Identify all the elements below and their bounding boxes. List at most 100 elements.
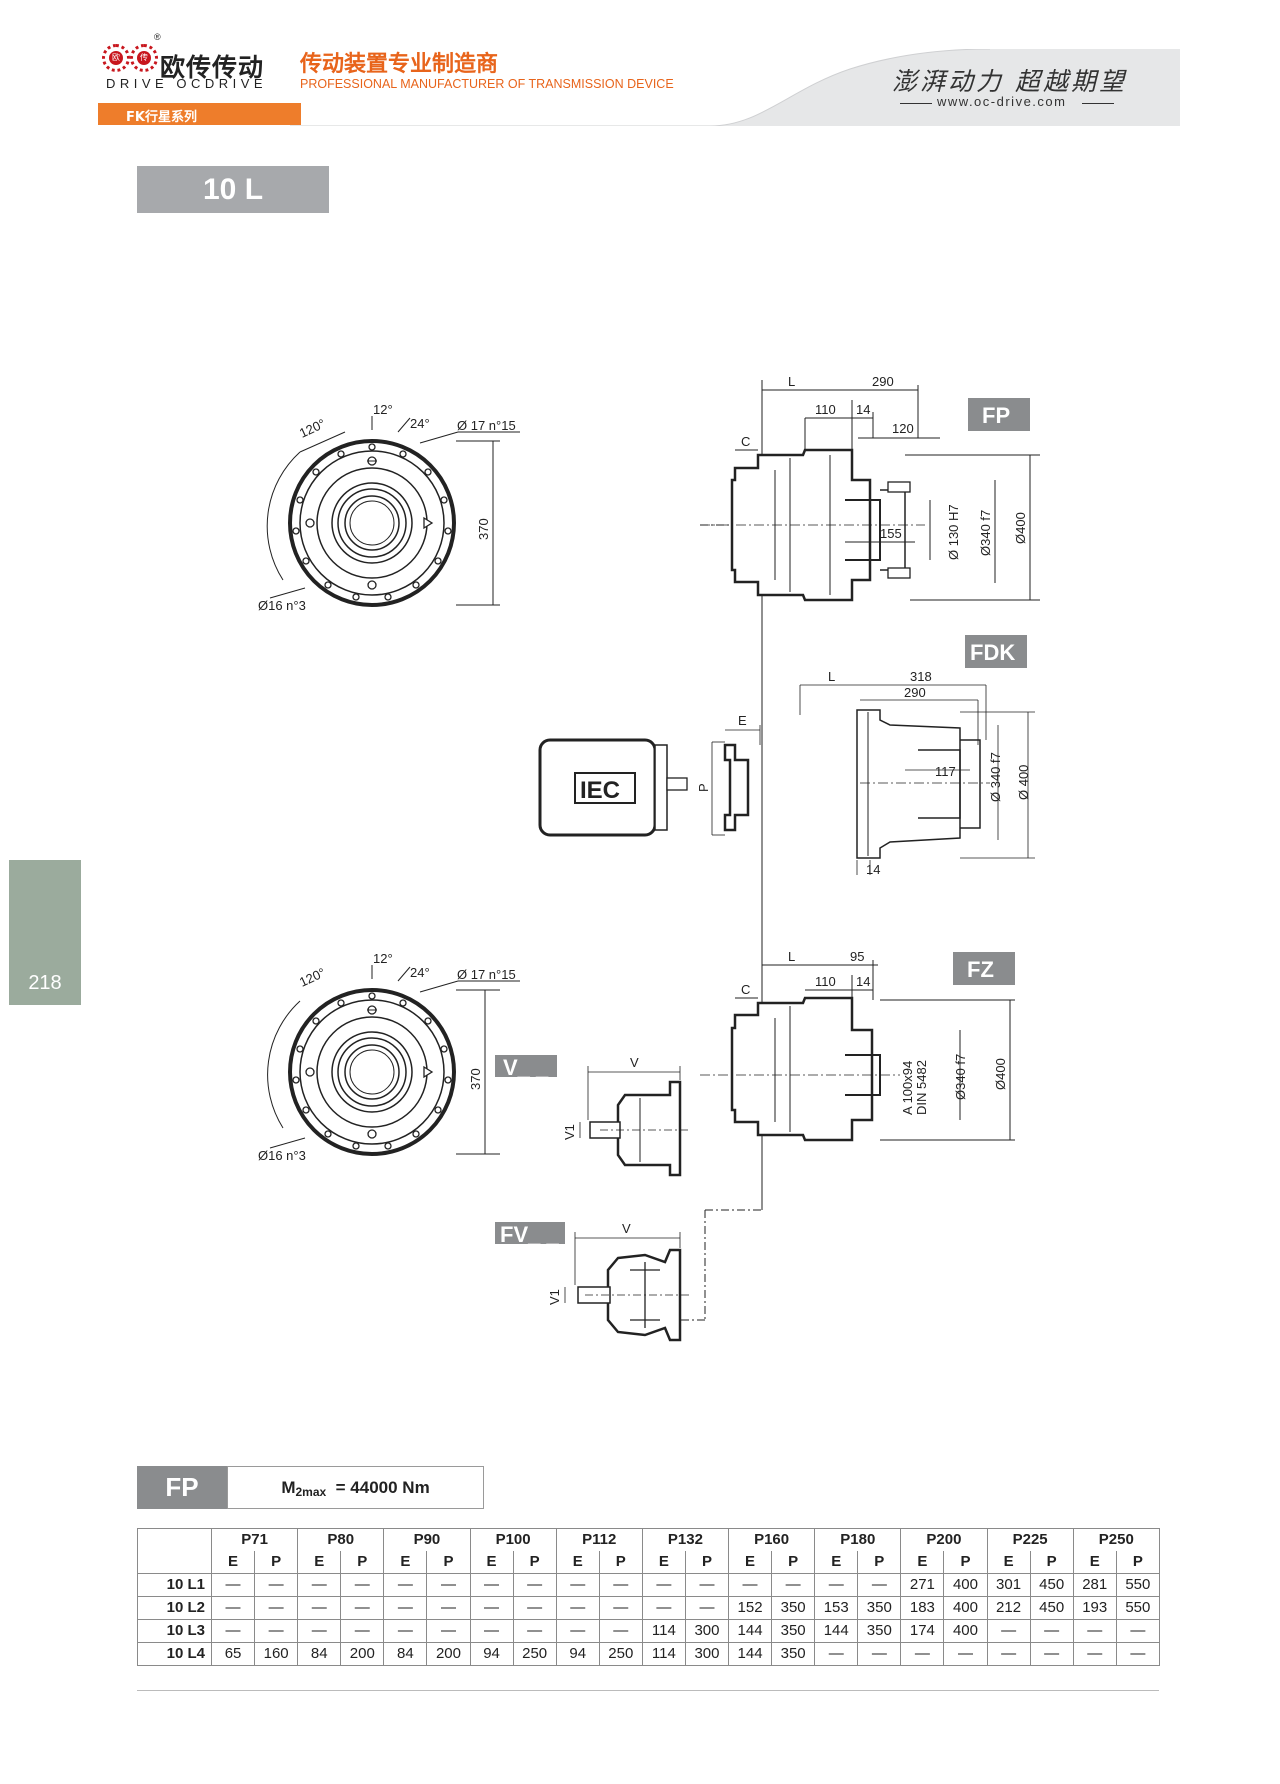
- table-cell: —: [986, 1619, 1031, 1643]
- tagline-en: PROFESSIONAL MANUFACTURER OF TRANSMISSIO…: [300, 77, 674, 91]
- table-cell: —: [469, 1596, 514, 1620]
- table-cell: 114: [641, 1642, 686, 1666]
- angle-120-bottom: 120°: [297, 965, 328, 990]
- table-cell: 450: [1029, 1573, 1074, 1597]
- small-holes-top: Ø16 n°3: [258, 598, 306, 613]
- table-group-header: P250: [1072, 1528, 1160, 1551]
- table-subheader: P: [684, 1551, 730, 1574]
- fz-tag-box: [953, 952, 1015, 985]
- fp-dim-110: 110: [815, 402, 836, 417]
- torque-symbol: M: [281, 1478, 296, 1497]
- table-cell: 200: [426, 1642, 471, 1666]
- table-cell: 84: [297, 1642, 342, 1666]
- table-group-header: P80: [297, 1528, 385, 1551]
- table-cell: —: [943, 1642, 988, 1666]
- angle-24-bottom: 24°: [410, 965, 430, 980]
- table-cell: —: [426, 1619, 471, 1643]
- fdk-tag: FDK: [970, 640, 1015, 665]
- fp-dim-C: C: [741, 434, 750, 449]
- website-text: www.oc-drive.com: [937, 94, 1067, 109]
- table-cell: —: [1072, 1619, 1117, 1643]
- table-cell: —: [555, 1596, 600, 1620]
- table-cell: 550: [1115, 1596, 1160, 1620]
- fp-pilot: Ø340 f7: [978, 510, 993, 556]
- flange-front-view-bottom: 120° 12° 24° Ø 17 n°15 Ø16 n°3 370: [258, 951, 520, 1163]
- fdk-dim-L: L: [828, 669, 835, 684]
- table-cell: —: [469, 1619, 514, 1643]
- table-cell: 450: [1029, 1596, 1074, 1620]
- table-cell: —: [814, 1642, 859, 1666]
- table-cell: —: [383, 1596, 428, 1620]
- table-cell: 144: [814, 1619, 859, 1643]
- table-cell: —: [555, 1619, 600, 1643]
- table-cell: —: [210, 1573, 256, 1597]
- table-cell: —: [598, 1619, 643, 1643]
- fv-dim-V1: V1: [547, 1289, 562, 1305]
- table-subheader: P: [1029, 1551, 1074, 1574]
- table-cell: 300: [684, 1619, 730, 1643]
- angle-12-bottom: 12°: [373, 951, 393, 966]
- gear-icon: 欧: [102, 44, 130, 72]
- table-cell: 114: [641, 1619, 686, 1643]
- table-cell: —: [254, 1573, 299, 1597]
- iec-motor-view: IEC E P: [538, 713, 761, 837]
- table-cell: 350: [771, 1596, 816, 1620]
- fp-dim-14: 14: [856, 402, 870, 417]
- fp-outer: Ø400: [1013, 512, 1028, 544]
- table-group-header: P90: [383, 1528, 471, 1551]
- table-subheader: P: [771, 1551, 816, 1574]
- table-group-header: P180: [814, 1528, 902, 1551]
- table-cell: —: [469, 1573, 514, 1597]
- fp-dim-290: 290: [872, 374, 894, 389]
- gear-icon: 传: [130, 44, 158, 72]
- table-cell: —: [512, 1619, 557, 1643]
- table-subheader: E: [555, 1551, 600, 1574]
- table-group-header: P100: [469, 1528, 557, 1551]
- fz-spline-din: DIN 5482: [914, 1060, 929, 1115]
- height-370-top: 370: [476, 518, 491, 540]
- fdk-dim-318: 318: [910, 669, 932, 684]
- fp-dim-L: L: [788, 374, 795, 389]
- table-subheader: E: [383, 1551, 428, 1574]
- table-cell: 212: [986, 1596, 1031, 1620]
- page-side-tab: [9, 860, 81, 1005]
- brand-logo: 欧 传: [100, 36, 280, 96]
- fv-dim-V: V: [622, 1221, 631, 1236]
- table-subheader: E: [986, 1551, 1031, 1574]
- table-cell: —: [857, 1642, 902, 1666]
- iec-dim-P: P: [696, 783, 711, 792]
- table-cell: —: [684, 1573, 730, 1597]
- table-cell: 94: [469, 1642, 514, 1666]
- table-group-header: P112: [555, 1528, 643, 1551]
- table-cell: —: [297, 1619, 342, 1643]
- fz-outer: Ø400: [993, 1058, 1008, 1090]
- tagline-cn: 传动装置专业制造商: [300, 52, 499, 77]
- iec-label: IEC: [580, 777, 620, 804]
- fz-pilot: Ø340 f7: [953, 1054, 968, 1100]
- table-cell: —: [728, 1573, 773, 1597]
- fz-spline-a: A 100x94: [900, 1061, 915, 1115]
- small-holes-bottom: Ø16 n°3: [258, 1148, 306, 1163]
- fdk-dim-117: 117: [935, 764, 956, 779]
- website-rule-right: [1082, 103, 1114, 104]
- angle-12-top: 12°: [373, 402, 393, 417]
- table-group-header: P71: [210, 1528, 299, 1551]
- table-subheader: E: [728, 1551, 773, 1574]
- v-tag: V_ _: [503, 1055, 549, 1080]
- table-cell: —: [1115, 1619, 1160, 1643]
- table-cell: 281: [1072, 1573, 1117, 1597]
- brand-name-cn: 欧传传动: [160, 53, 265, 82]
- table-cell: 550: [1115, 1573, 1160, 1597]
- table-cell: 152: [728, 1596, 773, 1620]
- table-subheader: P: [254, 1551, 299, 1574]
- fdk-dim-290: 290: [904, 685, 926, 700]
- table-row-label: 10 L3: [137, 1619, 212, 1643]
- table-group-header: P132: [641, 1528, 730, 1551]
- fz-dim-95: 95: [850, 949, 864, 964]
- v-side-view: V_ _ V V1: [495, 1055, 690, 1177]
